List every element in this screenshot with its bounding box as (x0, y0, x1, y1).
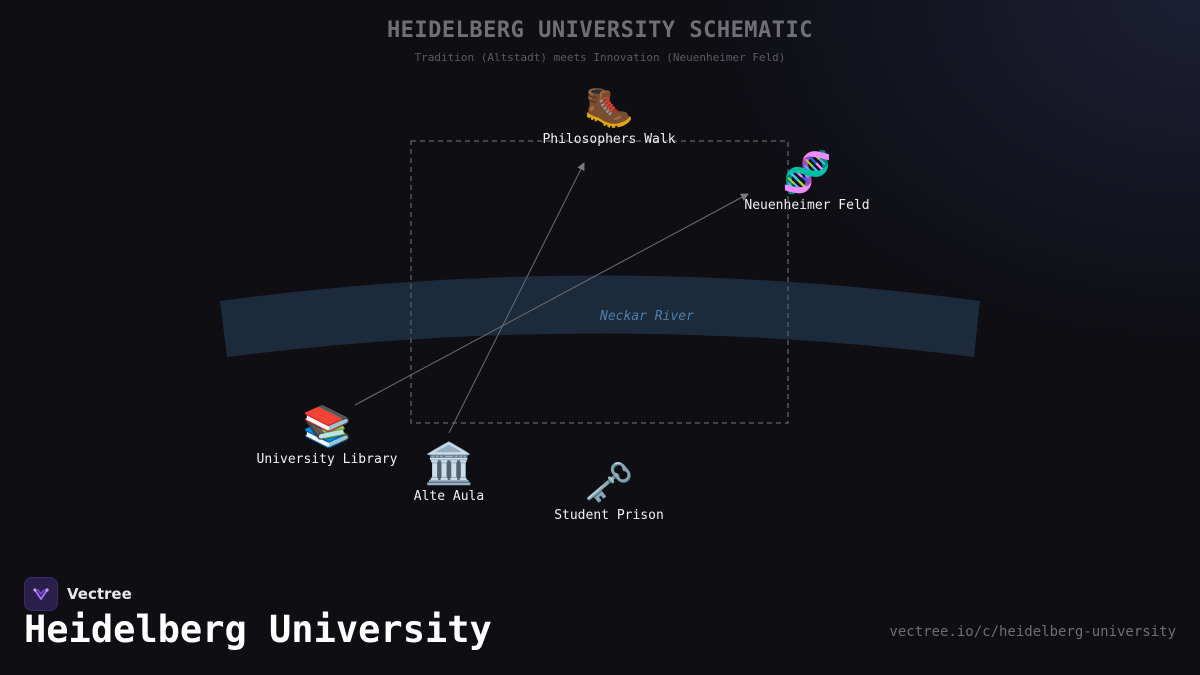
location-label: Philosophers Walk (542, 132, 676, 147)
vectree-logo-icon (24, 577, 58, 611)
hiking-boot-icon: 🥾 (584, 84, 634, 130)
connection-alte-aula-philosophers-walk (448, 162, 585, 434)
page-subtitle: Tradition (Altstadt) meets Innovation (N… (414, 51, 786, 64)
dna-icon: 🧬 (782, 150, 832, 196)
footer-url[interactable]: vectree.io/c/heidelberg-university (889, 624, 1176, 640)
footer-title: Heidelberg University (24, 608, 492, 651)
classical-building-icon: 🏛️ (424, 441, 474, 487)
location-label: Student Prison (554, 508, 664, 523)
connection-library-neuenheimer-feld (354, 193, 749, 406)
location-university-library[interactable]: 📚 University Library (242, 404, 412, 467)
river-label: Neckar River (599, 309, 694, 324)
campus-boundary (410, 140, 789, 424)
books-icon: 📚 (302, 404, 352, 450)
page-title: HEIDELBERG UNIVERSITY SCHEMATIC (386, 18, 814, 43)
location-neuenheimer-feld[interactable]: 🧬 Neuenheimer Feld (727, 150, 887, 213)
location-student-prison[interactable]: 🗝️ Student Prison (534, 460, 684, 523)
old-key-icon: 🗝️ (584, 460, 634, 506)
brand-name: Vectree (67, 585, 132, 603)
location-alte-aula[interactable]: 🏛️ Alte Aula (379, 441, 519, 504)
neckar-river (220, 275, 980, 357)
location-label: Neuenheimer Feld (744, 198, 870, 213)
location-philosophers-walk[interactable]: 🥾 Philosophers Walk (529, 84, 689, 147)
location-label: Alte Aula (413, 489, 485, 504)
location-label: University Library (256, 452, 398, 467)
brand[interactable]: Vectree (24, 577, 132, 611)
